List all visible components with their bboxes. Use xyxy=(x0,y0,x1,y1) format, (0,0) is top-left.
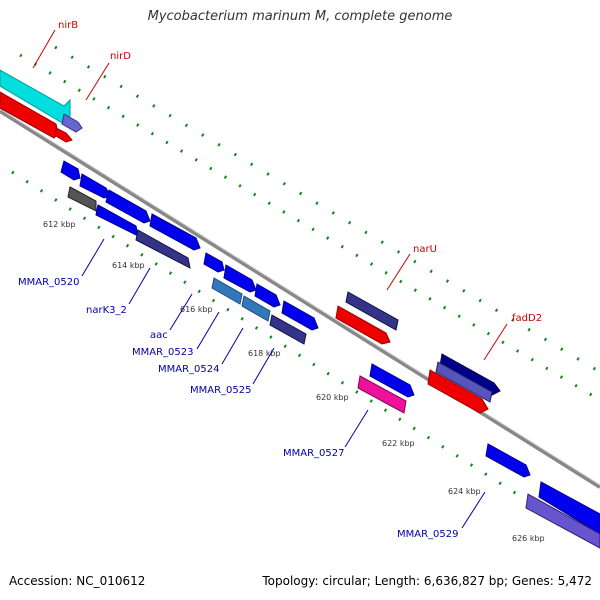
tick-label: 624 kbp xyxy=(448,487,481,496)
gene-arrow-b12 xyxy=(538,481,600,535)
gene-arrow-b4 xyxy=(149,213,201,251)
gene-label-MMAR_0527: MMAR_0527 xyxy=(283,448,345,459)
leader-MMAR_0529 xyxy=(461,491,486,529)
genome-backbone xyxy=(0,109,600,489)
gene-arrow-narU xyxy=(345,291,399,331)
gene-arrow-b7 xyxy=(223,264,257,293)
gene-arrow-b8 xyxy=(254,283,281,308)
genome-backbone-highlight xyxy=(0,108,600,486)
gene-arrow-b1 xyxy=(60,160,81,181)
leader-MMAR_0527 xyxy=(344,409,369,448)
tick-label: 614 kbp xyxy=(112,261,145,270)
gene-arrow-MMAR_0524 xyxy=(241,295,271,322)
gene-arrow-red-2 xyxy=(55,127,73,143)
gene-label-MMAR_0525: MMAR_0525 xyxy=(190,385,252,396)
gene-arrow-nirB xyxy=(0,69,71,125)
gene-arrow-b3 xyxy=(105,189,151,224)
gene-label-nirD: nirD xyxy=(110,51,131,62)
gene-arrow-b9 xyxy=(281,300,319,331)
gene-arrow-MMAR_0523 xyxy=(211,277,243,305)
leader-nirB xyxy=(32,29,56,69)
gene-arrow-gray xyxy=(67,186,97,212)
gene-arrow-b6 xyxy=(203,252,225,273)
gc-track-inner xyxy=(11,170,600,549)
gene-arrow-MMAR_0525 xyxy=(269,314,307,345)
gene-label-narK3_2: narK3_2 xyxy=(86,305,127,316)
gene-arrow-fadD2-mid xyxy=(435,361,493,403)
gene-label-nirB: nirB xyxy=(58,20,78,31)
map-title: Mycobacterium marinum M, complete genome xyxy=(147,9,453,24)
leader-MMAR_0520 xyxy=(81,238,105,277)
gc-track-outer xyxy=(19,53,600,402)
gene-arrow-MMAR_0529 xyxy=(525,493,600,549)
leader-nirD xyxy=(85,62,110,101)
leader-MMAR_0523 xyxy=(196,311,220,350)
leader-MMAR_0524 xyxy=(221,327,244,365)
gene-label-MMAR_0520: MMAR_0520 xyxy=(18,277,80,288)
tick-label: 612 kbp xyxy=(43,220,76,229)
tick-label: 616 kbp xyxy=(180,305,213,314)
gene-label-aac: aac xyxy=(150,330,168,341)
gene-arrow-narK3_2 xyxy=(135,229,191,269)
gene-label-MMAR_0529: MMAR_0529 xyxy=(397,529,459,540)
leader-lines xyxy=(32,29,508,529)
leader-MMAR_0525 xyxy=(252,347,275,385)
gene-arrow-fadD2-red xyxy=(427,369,489,414)
gene-arrow-narU-red xyxy=(335,305,391,345)
accession-text: Accession: NC_010612 xyxy=(9,574,146,588)
leader-narK3_2 xyxy=(128,267,151,305)
topology-text: Topology: circular; Length: 6,636,827 bp… xyxy=(262,574,592,588)
gene-label-MMAR_0523: MMAR_0523 xyxy=(132,347,194,358)
gene-label-fadD2: fadD2 xyxy=(512,313,542,324)
tick-label-group: 612 kbp 614 kbp 616 kbp 618 kbp 620 kbp … xyxy=(43,220,545,543)
leader-narU xyxy=(386,253,411,291)
tick-label: 618 kbp xyxy=(248,349,281,358)
gene-label-narU: narU xyxy=(413,244,437,255)
leader-fadD2 xyxy=(483,323,508,361)
tick-label: 622 kbp xyxy=(382,439,415,448)
gene-arrow-b11 xyxy=(485,443,531,478)
gene-label-MMAR_0524: MMAR_0524 xyxy=(158,364,220,375)
tick-label: 620 kbp xyxy=(316,393,349,402)
gene-arrow-MMAR_0527 xyxy=(357,375,407,414)
leader-aac xyxy=(169,293,193,331)
gene-label-group: nirB nirD MMAR_0520 narK3_2 aac MMAR_052… xyxy=(18,20,542,540)
gene-arrow-nirD xyxy=(61,113,83,133)
tick-label: 626 kbp xyxy=(512,534,545,543)
gene-arrow-b10 xyxy=(369,363,415,398)
